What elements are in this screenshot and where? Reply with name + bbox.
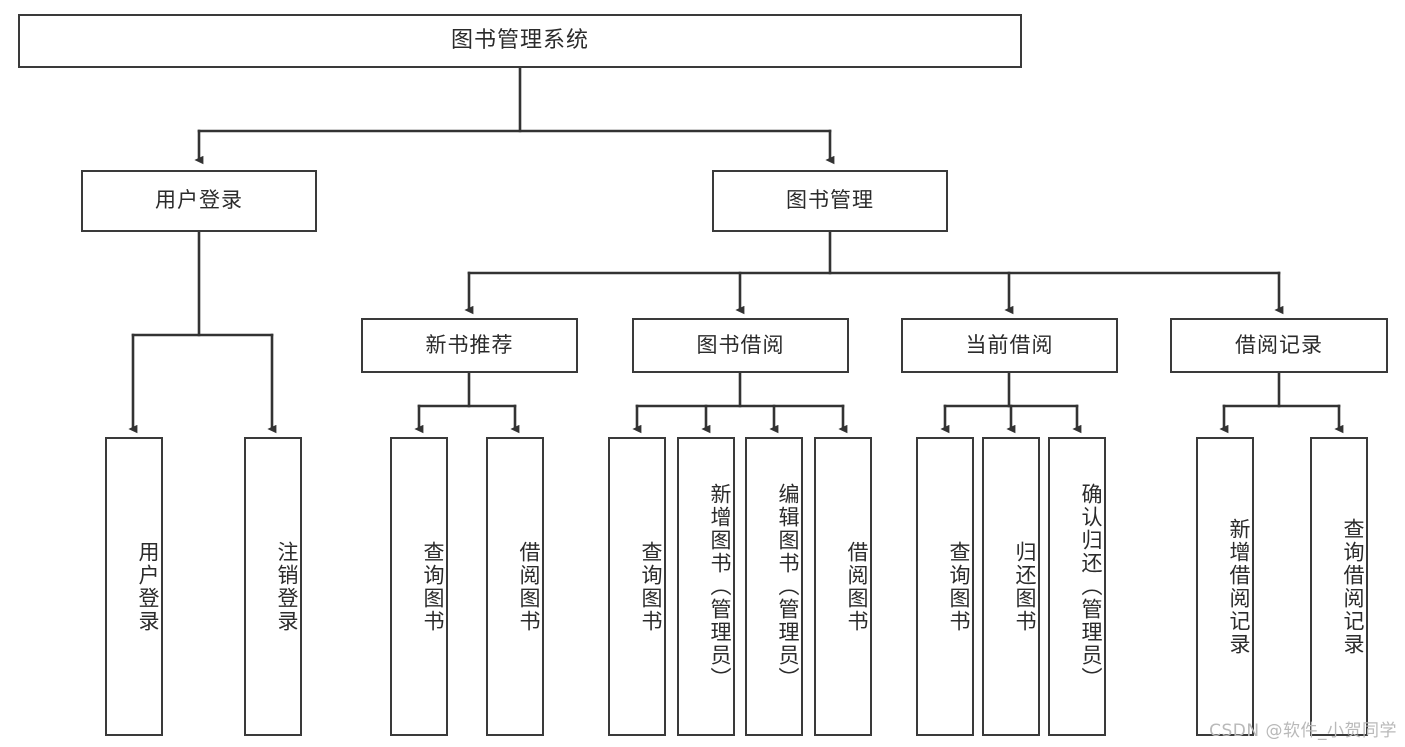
node-new-book-recommend-label: 新书推荐	[425, 332, 514, 357]
leaf-borrow-record-add-record-label: 新增借阅记录	[1227, 517, 1251, 656]
leaf-book-borrow-add-book[interactable]: 新增图书（管理员）	[677, 437, 735, 736]
leaf-current-borrow-query-book[interactable]: 查询图书	[916, 437, 974, 736]
leaf-current-borrow-query-book-label: 查询图书	[947, 540, 971, 633]
node-book-management-label: 图书管理	[786, 188, 874, 213]
leaf-new-book-borrow-book-label: 借阅图书	[517, 540, 541, 633]
leaf-borrow-record-query-record[interactable]: 查询借阅记录	[1310, 437, 1368, 736]
leaf-book-borrow-edit-book[interactable]: 编辑图书（管理员）	[745, 437, 803, 736]
leaf-book-borrow-edit-book-label: 编辑图书（管理员）	[776, 483, 800, 690]
leaf-borrow-record-add-record[interactable]: 新增借阅记录	[1196, 437, 1254, 736]
node-user-login-label: 用户登录	[155, 188, 243, 213]
leaf-book-borrow-query-book-label: 查询图书	[639, 540, 663, 633]
leaf-book-borrow-query-book[interactable]: 查询图书	[608, 437, 666, 736]
leaf-current-borrow-confirm-return-label: 确认归还（管理员）	[1079, 483, 1103, 690]
csdn-watermark: CSDN @软件_小贺同学	[1209, 721, 1397, 741]
leaf-current-borrow-return-book-label: 归还图书	[1013, 540, 1037, 633]
leaf-new-book-query-book-label: 查询图书	[421, 540, 445, 633]
leaf-borrow-record-query-record-label: 查询借阅记录	[1341, 517, 1365, 656]
node-book-borrow[interactable]: 图书借阅	[632, 318, 849, 373]
leaf-book-borrow-add-book-label: 新增图书（管理员）	[708, 483, 732, 690]
leaf-current-borrow-confirm-return[interactable]: 确认归还（管理员）	[1048, 437, 1106, 736]
leaf-book-borrow-borrow-book-label: 借阅图书	[845, 540, 869, 633]
leaf-new-book-query-book[interactable]: 查询图书	[390, 437, 448, 736]
node-root-system[interactable]: 图书管理系统	[18, 14, 1022, 68]
leaf-user-login-logout[interactable]: 注销登录	[244, 437, 302, 736]
node-current-borrow-label: 当前借阅	[965, 332, 1054, 357]
node-user-login[interactable]: 用户登录	[81, 170, 317, 232]
node-book-borrow-label: 图书借阅	[696, 332, 785, 357]
leaf-user-login-login-label: 用户登录	[136, 540, 160, 633]
node-current-borrow[interactable]: 当前借阅	[901, 318, 1118, 373]
leaf-book-borrow-borrow-book[interactable]: 借阅图书	[814, 437, 872, 736]
node-new-book-recommend[interactable]: 新书推荐	[361, 318, 578, 373]
node-root-system-label: 图书管理系统	[450, 27, 589, 53]
node-borrow-record[interactable]: 借阅记录	[1170, 318, 1388, 373]
leaf-user-login-logout-label: 注销登录	[275, 540, 299, 633]
leaf-new-book-borrow-book[interactable]: 借阅图书	[486, 437, 544, 736]
node-book-management[interactable]: 图书管理	[712, 170, 948, 232]
leaf-user-login-login[interactable]: 用户登录	[105, 437, 163, 736]
node-borrow-record-label: 借阅记录	[1235, 332, 1323, 357]
leaf-current-borrow-return-book[interactable]: 归还图书	[982, 437, 1040, 736]
